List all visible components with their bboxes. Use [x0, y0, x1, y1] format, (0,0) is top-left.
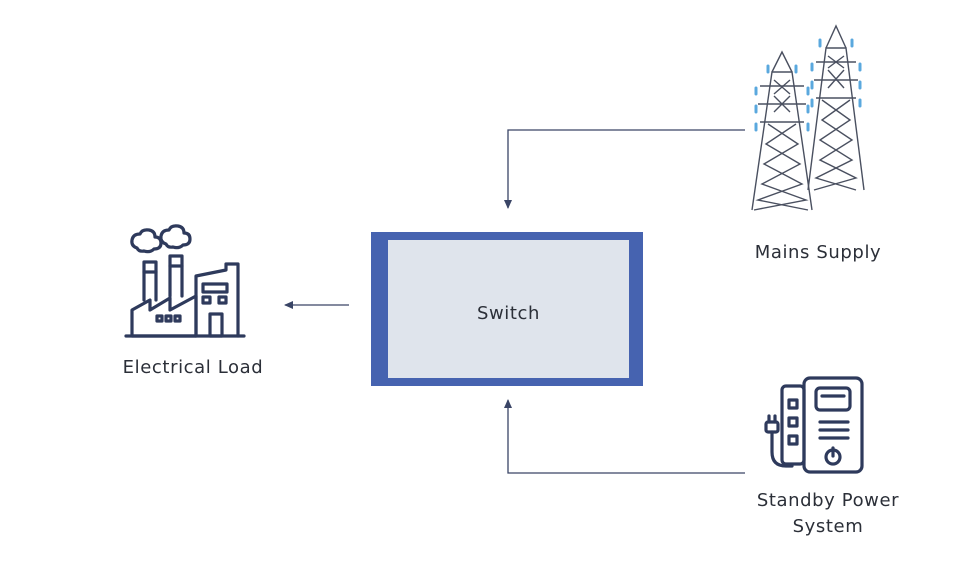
mains-supply-label: Mains Supply — [754, 242, 882, 263]
standby-power-label-line2: System — [792, 516, 864, 537]
ups-power-icon — [764, 376, 864, 474]
insulator-icons — [754, 38, 862, 132]
standby-power-label-line1: Standby Power — [756, 490, 900, 511]
factory-icon — [124, 224, 246, 338]
transmission-tower-icon — [751, 24, 865, 211]
electrical-load-label: Electrical Load — [122, 357, 264, 378]
switch-box: Switch — [371, 232, 643, 386]
standby-to-switch-connector — [504, 399, 745, 474]
switch-label: Switch — [476, 303, 541, 324]
mains-to-switch-connector — [504, 129, 745, 209]
